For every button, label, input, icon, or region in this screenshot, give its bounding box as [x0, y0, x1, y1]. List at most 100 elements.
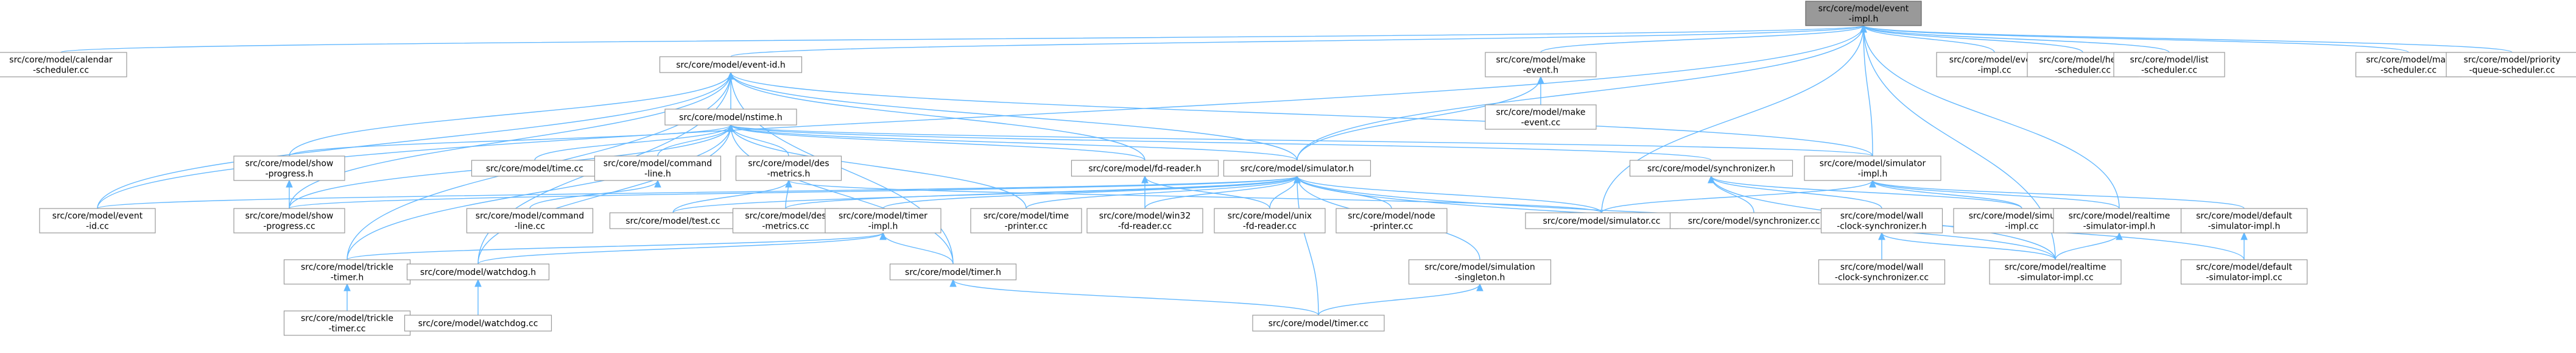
node-event-id-cc[interactable]: src/core/model/event-id.cc: [39, 208, 156, 234]
node-label-line: -clock-synchronizer.cc: [1835, 273, 1929, 283]
edge-nstime-h-to-simulator-h: [731, 125, 1298, 161]
node-label-line: -scheduler.cc: [2381, 66, 2437, 76]
node-simulation-singleton-h[interactable]: src/core/model/simulation-singleton.h: [1408, 259, 1552, 285]
node-watchdog-cc[interactable]: src/core/model/watchdog.cc: [404, 315, 552, 332]
node-label-line: src/core/model/wall: [1840, 263, 1923, 273]
nodes-layer: src/core/model/event-impl.h src/core/mode…: [0, 1, 2576, 336]
edge-nstime-h-to-simulator-impl-h: [731, 125, 1873, 157]
edge-nstime-h-to-show-progress-h: [289, 125, 731, 157]
node-calendar-scheduler-cc[interactable]: src/core/model/calendar-scheduler.cc: [0, 52, 127, 77]
edge-des-metrics-h-to-test-cc: [672, 180, 789, 213]
node-box: [2446, 52, 2576, 77]
node-des-metrics-cc[interactable]: src/core/model/des-metrics.cc: [732, 208, 839, 234]
node-time-printer-cc[interactable]: src/core/model/time-printer.cc: [970, 208, 1082, 234]
node-test-cc[interactable]: src/core/model/test.cc: [609, 212, 737, 229]
node-box: [404, 315, 552, 332]
node-simulator-cc[interactable]: src/core/model/simulator.cc: [1525, 212, 1678, 229]
edge-event-impl-h-to-priority-queue-scheduler-cc: [1863, 26, 2513, 53]
node-box: [2180, 259, 2308, 285]
node-label-line: src/core/model/timer.h: [905, 268, 1001, 277]
node-realtime-simulator-impl-cc[interactable]: src/core/model/realtime-simulator-impl.c…: [1989, 259, 2122, 285]
node-trickle-timer-cc[interactable]: src/core/model/trickle-timer.cc: [283, 310, 411, 336]
node-synchronizer-cc[interactable]: src/core/model/synchronizer.cc: [1669, 212, 1839, 229]
edge-event-impl-h-to-heap-scheduler-cc: [1863, 26, 2083, 53]
node-fd-reader-h[interactable]: src/core/model/fd-reader.h: [1071, 160, 1219, 177]
node-event-impl-h[interactable]: src/core/model/event-impl.h: [1805, 1, 1922, 26]
node-show-progress-h[interactable]: src/core/model/show-progress.h: [233, 155, 345, 181]
node-box: [664, 109, 797, 126]
node-label-line: src/core/model/event: [1949, 55, 2040, 65]
edge-simulator-h-to-win32-fd-reader-cc: [1144, 176, 1297, 209]
node-default-simulator-impl-cc[interactable]: src/core/model/default-simulator-impl.cc: [2180, 259, 2308, 285]
node-des-metrics-h[interactable]: src/core/model/des-metrics.h: [735, 155, 842, 181]
node-label-line: src/core/model/realtime: [2005, 263, 2106, 273]
node-win32-fd-reader-cc[interactable]: src/core/model/win32-fd-reader.cc: [1086, 208, 1203, 234]
node-time-cc[interactable]: src/core/model/time.cc: [471, 160, 599, 177]
node-label-line: -id.cc: [86, 222, 109, 232]
node-label-line: src/core/model/simulation: [1424, 263, 1535, 273]
node-watchdog-h[interactable]: src/core/model/watchdog.h: [406, 263, 550, 280]
edge-event-impl-h-to-event-impl-cc: [1863, 26, 1995, 53]
edge-simulator-impl-h-to-realtime-simulator-impl-h: [1873, 180, 2120, 209]
node-priority-queue-scheduler-cc[interactable]: src/core/model/priority-queue-scheduler.…: [2446, 52, 2576, 77]
node-timer-cc[interactable]: src/core/model/timer.cc: [1252, 315, 1385, 332]
edge-event-id-h-to-simulator-h: [731, 73, 1298, 161]
node-nstime-h[interactable]: src/core/model/nstime.h: [664, 109, 797, 126]
node-label-line: src/core/model/unix: [1228, 212, 1312, 221]
edge-simulator-h-to-show-progress-cc: [289, 176, 1297, 209]
node-event-id-h[interactable]: src/core/model/event-id.h: [659, 56, 803, 73]
node-trickle-timer-h[interactable]: src/core/model/trickle-timer.h: [283, 259, 411, 285]
node-wall-clock-synchronizer-h[interactable]: src/core/model/wall-clock-synchronizer.h: [1820, 208, 1943, 234]
node-timer-h[interactable]: src/core/model/timer.h: [889, 263, 1017, 280]
node-command-line-h[interactable]: src/core/model/command-line.h: [594, 155, 722, 181]
node-box: [2180, 208, 2308, 234]
node-timer-impl-h[interactable]: src/core/model/timer-impl.h: [825, 208, 941, 234]
node-map-scheduler-cc[interactable]: src/core/model/map-scheduler.cc: [2355, 52, 2462, 77]
node-list-scheduler-cc[interactable]: src/core/model/list-scheduler.cc: [2113, 52, 2225, 77]
node-realtime-simulator-impl-h[interactable]: src/core/model/realtime-simulator-impl.h: [2053, 208, 2186, 234]
node-label-line: src/core/model/default: [2196, 263, 2292, 273]
node-make-event-h[interactable]: src/core/model/make-event.h: [1485, 52, 1597, 77]
node-label-line: src/core/model/timer.cc: [1269, 319, 1368, 329]
edge-timer-h-to-timer-cc: [953, 280, 1319, 316]
node-simulator-impl-h[interactable]: src/core/model/simulator-impl.h: [1804, 155, 1941, 181]
edge-event-impl-h-to-list-scheduler-cc: [1863, 26, 2170, 53]
node-unix-fd-reader-cc[interactable]: src/core/model/unix-fd-reader.cc: [1214, 208, 1326, 234]
node-label-line: src/core/model/watchdog.cc: [418, 319, 538, 329]
node-label-line: src/core/model/node: [1348, 212, 1435, 221]
node-command-line-cc[interactable]: src/core/model/command-line.cc: [466, 208, 594, 234]
node-show-progress-cc[interactable]: src/core/model/show-progress.cc: [233, 208, 345, 234]
edge-simulator-h-to-timer-cc: [1297, 176, 1319, 316]
node-box: [1214, 208, 1326, 234]
node-label-line: -simulator-impl.h: [2208, 222, 2281, 232]
edge-nstime-h-to-command-line-h: [657, 125, 731, 157]
node-simulator-h[interactable]: src/core/model/simulator.h: [1223, 160, 1371, 177]
edges-layer: [60, 26, 2513, 316]
node-label-line: src/core/model/wall: [1840, 212, 1923, 221]
node-label-line: src/core/model/heap: [2039, 55, 2127, 65]
edge-nstime-h-to-trickle-timer-h: [347, 125, 731, 260]
node-box: [1336, 208, 1448, 234]
node-label-line: -printer.cc: [1370, 222, 1413, 232]
node-label-line: -event.cc: [1521, 118, 1561, 128]
node-wall-clock-synchronizer-cc[interactable]: src/core/model/wall-clock-synchronizer.c…: [1818, 259, 1946, 285]
node-make-event-cc[interactable]: src/core/model/make-event.cc: [1485, 104, 1597, 130]
node-label-line: -simulator-impl.cc: [2206, 273, 2282, 283]
node-synchronizer-h[interactable]: src/core/model/synchronizer.h: [1629, 160, 1793, 177]
node-label-line: src/core/model/calendar: [9, 55, 113, 65]
edge-event-impl-h-to-simulator-h: [1297, 26, 1863, 161]
node-box: [233, 155, 345, 181]
edge-nstime-h-to-fd-reader-h: [731, 125, 1145, 161]
edge-realtime-simulator-impl-h-to-realtime-simulator-impl-cc: [2055, 233, 2119, 260]
edge-simulator-impl-h-to-simulator-impl-cc: [1873, 180, 2022, 209]
node-default-simulator-impl-h[interactable]: src/core/model/default-simulator-impl.h: [2180, 208, 2308, 234]
edge-event-id-h-to-show-progress-h: [289, 73, 731, 157]
node-label-line: src/core/model/make: [1496, 55, 1586, 65]
node-box: [732, 208, 839, 234]
edge-nstime-h-to-synchronizer-h: [731, 125, 1712, 161]
edge-event-impl-h-to-realtime-simulator-impl-h: [1863, 26, 2120, 209]
edge-simulation-singleton-h-to-timer-cc: [1318, 284, 1480, 316]
node-node-printer-cc[interactable]: src/core/model/node-printer.cc: [1336, 208, 1448, 234]
node-label-line: src/core/model/default: [2196, 212, 2292, 221]
